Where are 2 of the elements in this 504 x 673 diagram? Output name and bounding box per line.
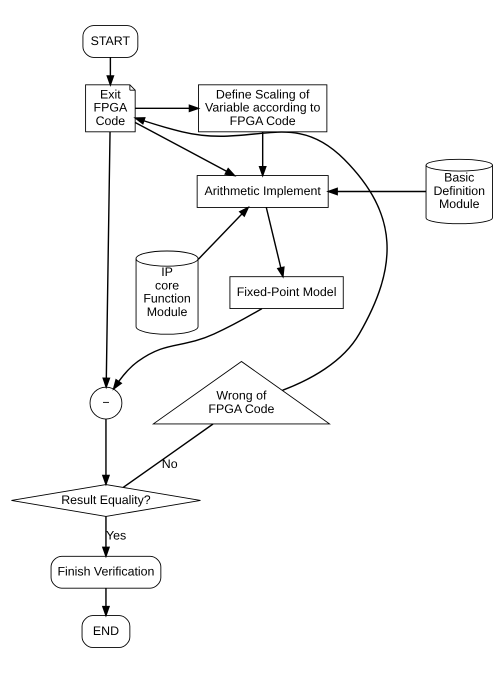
edge-label: Yes <box>106 528 126 543</box>
edge-label: No <box>162 456 178 471</box>
